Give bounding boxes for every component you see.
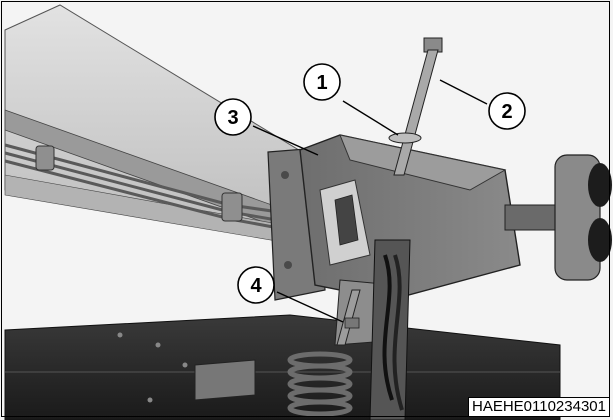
- leader-lines: [252, 79, 488, 323]
- callout-4: 4: [237, 266, 275, 304]
- callout-1: 1: [303, 63, 341, 101]
- platform: [4, 314, 561, 420]
- callout-2-number: 2: [501, 101, 512, 123]
- image-code-label: HAEHE0110234301: [468, 397, 610, 417]
- side-arm: [504, 154, 612, 281]
- callout-3: 3: [214, 98, 252, 136]
- callout-1-number: 1: [316, 72, 327, 94]
- washer: [388, 132, 422, 144]
- callout-4-number: 4: [250, 275, 262, 297]
- spring: [287, 351, 353, 417]
- callout-3-number: 3: [227, 107, 238, 129]
- hose-clamps: [35, 145, 243, 222]
- housing: [299, 134, 521, 301]
- callout-2: 2: [488, 92, 526, 130]
- grease-rod: [336, 289, 361, 346]
